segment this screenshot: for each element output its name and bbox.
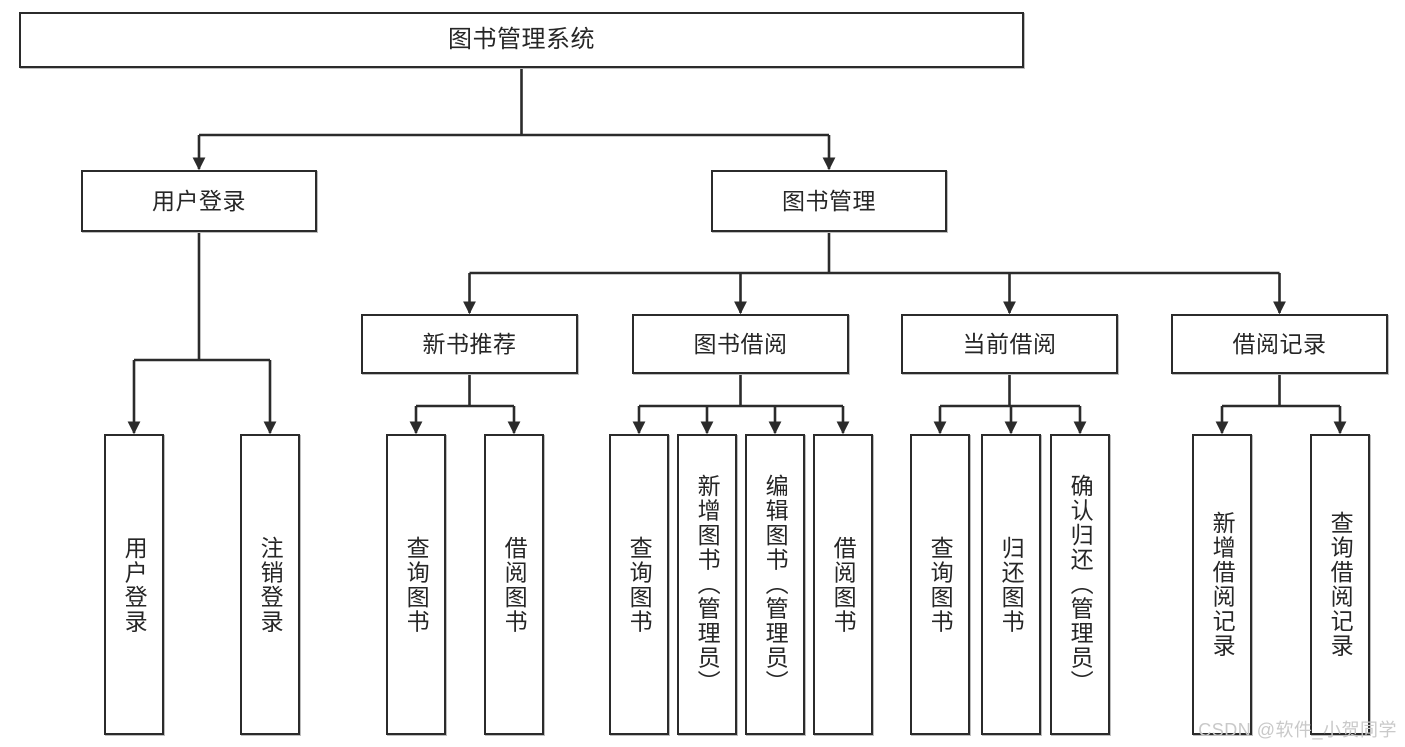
node-leaf-query-book-1[interactable]: 查询图书	[386, 434, 446, 735]
node-leaf-query-record[interactable]: 查询借阅记录	[1310, 434, 1370, 735]
node-label: 图书管理系统	[448, 26, 595, 54]
node-label: 用户登录	[121, 535, 148, 634]
node-leaf-edit-book[interactable]: 编辑图书（管理员）	[745, 434, 805, 735]
node-leaf-add-record[interactable]: 新增借阅记录	[1192, 434, 1252, 735]
node-label: 当前借阅	[962, 330, 1057, 357]
node-label: 新增图书（管理员）	[694, 474, 721, 695]
node-leaf-borrow-book-1[interactable]: 借阅图书	[484, 434, 544, 735]
node-leaf-return-book[interactable]: 归还图书	[981, 434, 1041, 735]
node-label: 图书借阅	[693, 330, 788, 357]
node-label: 归还图书	[998, 535, 1025, 634]
node-label: 注销登录	[257, 535, 284, 634]
node-book-manage[interactable]: 图书管理	[711, 170, 947, 232]
node-leaf-user-logout[interactable]: 注销登录	[240, 434, 300, 735]
node-leaf-add-book[interactable]: 新增图书（管理员）	[677, 434, 737, 735]
node-label: 借阅图书	[830, 535, 857, 634]
node-book-borrow[interactable]: 图书借阅	[632, 314, 849, 374]
node-new-book-recommend[interactable]: 新书推荐	[361, 314, 578, 374]
node-label: 借阅图书	[501, 535, 528, 634]
node-leaf-confirm-return[interactable]: 确认归还（管理员）	[1050, 434, 1110, 735]
node-user-login[interactable]: 用户登录	[81, 170, 317, 232]
node-label: 查询图书	[927, 535, 954, 634]
node-label: 查询借阅记录	[1327, 511, 1354, 658]
node-current-borrow[interactable]: 当前借阅	[901, 314, 1118, 374]
node-label: 确认归还（管理员）	[1067, 474, 1094, 695]
node-root[interactable]: 图书管理系统	[19, 12, 1024, 68]
node-label: 新增借阅记录	[1209, 511, 1236, 658]
node-label: 新书推荐	[422, 330, 517, 357]
node-leaf-query-book-2[interactable]: 查询图书	[609, 434, 669, 735]
node-borrow-record[interactable]: 借阅记录	[1171, 314, 1388, 374]
node-leaf-user-login[interactable]: 用户登录	[104, 434, 164, 735]
node-label: 查询图书	[626, 535, 653, 634]
node-label: 借阅记录	[1232, 330, 1327, 357]
node-label: 查询图书	[403, 535, 430, 634]
node-leaf-borrow-book-2[interactable]: 借阅图书	[813, 434, 873, 735]
node-leaf-query-book-3[interactable]: 查询图书	[910, 434, 970, 735]
node-label: 编辑图书（管理员）	[762, 474, 789, 695]
node-label: 图书管理	[782, 187, 876, 214]
node-label: 用户登录	[152, 187, 246, 214]
